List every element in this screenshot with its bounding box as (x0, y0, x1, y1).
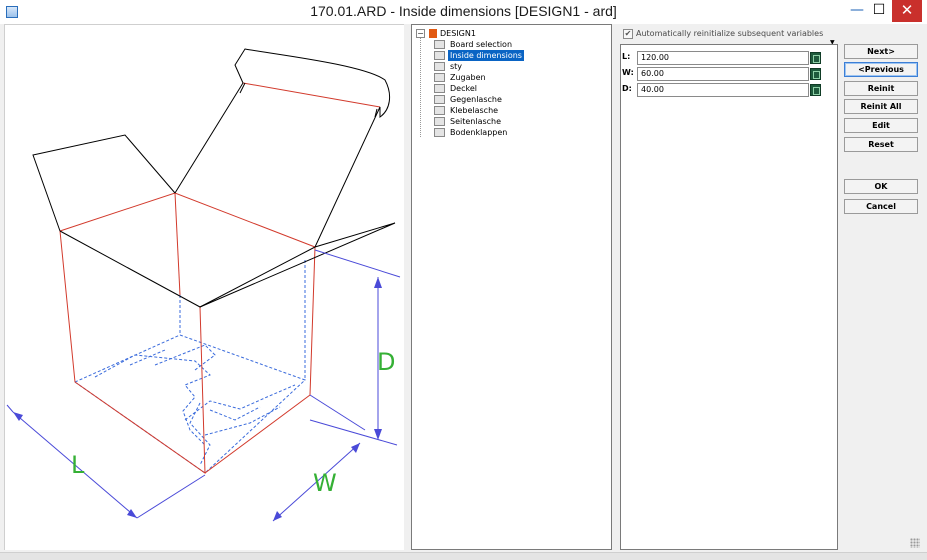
cut-lines (32, 48, 396, 308)
node-icon (434, 106, 445, 115)
cancel-button[interactable]: Cancel (844, 199, 918, 214)
app-icon[interactable] (6, 6, 18, 18)
reinit-button[interactable]: Reinit (844, 81, 918, 96)
dimension-lines (6, 249, 401, 522)
dimension-label-d: D (377, 348, 395, 376)
hidden-lines (73, 260, 306, 474)
design-tree-panel[interactable]: − DESIGN1 Board selection Inside dimensi… (411, 24, 612, 550)
tree-connector (420, 37, 421, 137)
tree-item-label: Inside dimensions (448, 50, 524, 61)
maximize-button[interactable]: ☐ (872, 2, 886, 18)
dropdown-arrow-icon[interactable]: ▼ (830, 39, 835, 46)
reset-button[interactable]: Reset (844, 137, 918, 152)
dimension-label-l: L (71, 451, 85, 479)
resize-grip-icon[interactable] (910, 538, 920, 548)
param-label-l: L: (622, 52, 631, 61)
node-icon (434, 117, 445, 126)
drawing-viewport[interactable]: L W D (4, 24, 404, 550)
dimension-label-w: W (313, 469, 337, 497)
tree-root-label: DESIGN1 (440, 29, 476, 38)
formula-icon[interactable] (810, 52, 821, 64)
tree-item-label: Bodenklappen (450, 128, 508, 137)
tree-item-label: Seitenlasche (450, 117, 502, 126)
width-input[interactable]: 60.00 (637, 67, 809, 81)
edit-button[interactable]: Edit (844, 118, 918, 133)
next-button[interactable]: Next> (844, 44, 918, 59)
auto-reinit-checkbox[interactable]: ✔ (623, 29, 633, 39)
tree-item-label: Gegenlasche (450, 95, 502, 104)
node-icon (434, 51, 445, 60)
tree-item-label: sty (450, 62, 463, 71)
node-icon (434, 73, 445, 82)
depth-input[interactable]: 40.00 (637, 83, 809, 97)
design-icon (429, 29, 437, 38)
tree-item-label: Zugaben (450, 73, 486, 82)
minimize-button[interactable]: — (850, 2, 864, 18)
node-icon (434, 95, 445, 104)
tree-item-label: Board selection (450, 40, 513, 49)
parameters-panel (620, 44, 838, 550)
reinit-all-button[interactable]: Reinit All (844, 99, 918, 114)
node-icon (434, 62, 445, 71)
formula-icon[interactable] (810, 68, 821, 80)
node-icon (434, 128, 445, 137)
ok-button[interactable]: OK (844, 179, 918, 194)
title-bar: 170.01.ARD - Inside dimensions [DESIGN1 … (0, 0, 927, 24)
collapse-icon[interactable]: − (416, 29, 425, 38)
window-title: 170.01.ARD - Inside dimensions [DESIGN1 … (310, 3, 617, 19)
tree-item-label: Klebelasche (450, 106, 499, 115)
length-input[interactable]: 120.00 (637, 51, 809, 65)
box-3d-drawing: L W D (6, 48, 401, 522)
formula-icon[interactable] (810, 84, 821, 96)
close-button[interactable]: ✕ (892, 0, 922, 22)
node-icon (434, 40, 445, 49)
previous-button[interactable]: <Previous (844, 62, 918, 77)
auto-reinit-label: Automatically reinitialize subsequent va… (636, 29, 824, 38)
status-bar (0, 552, 927, 560)
tree-item-label: Deckel (450, 84, 477, 93)
node-icon (434, 84, 445, 93)
param-label-d: D: (622, 84, 632, 93)
dimension-arrows (13, 277, 382, 521)
param-label-w: W: (622, 68, 634, 77)
